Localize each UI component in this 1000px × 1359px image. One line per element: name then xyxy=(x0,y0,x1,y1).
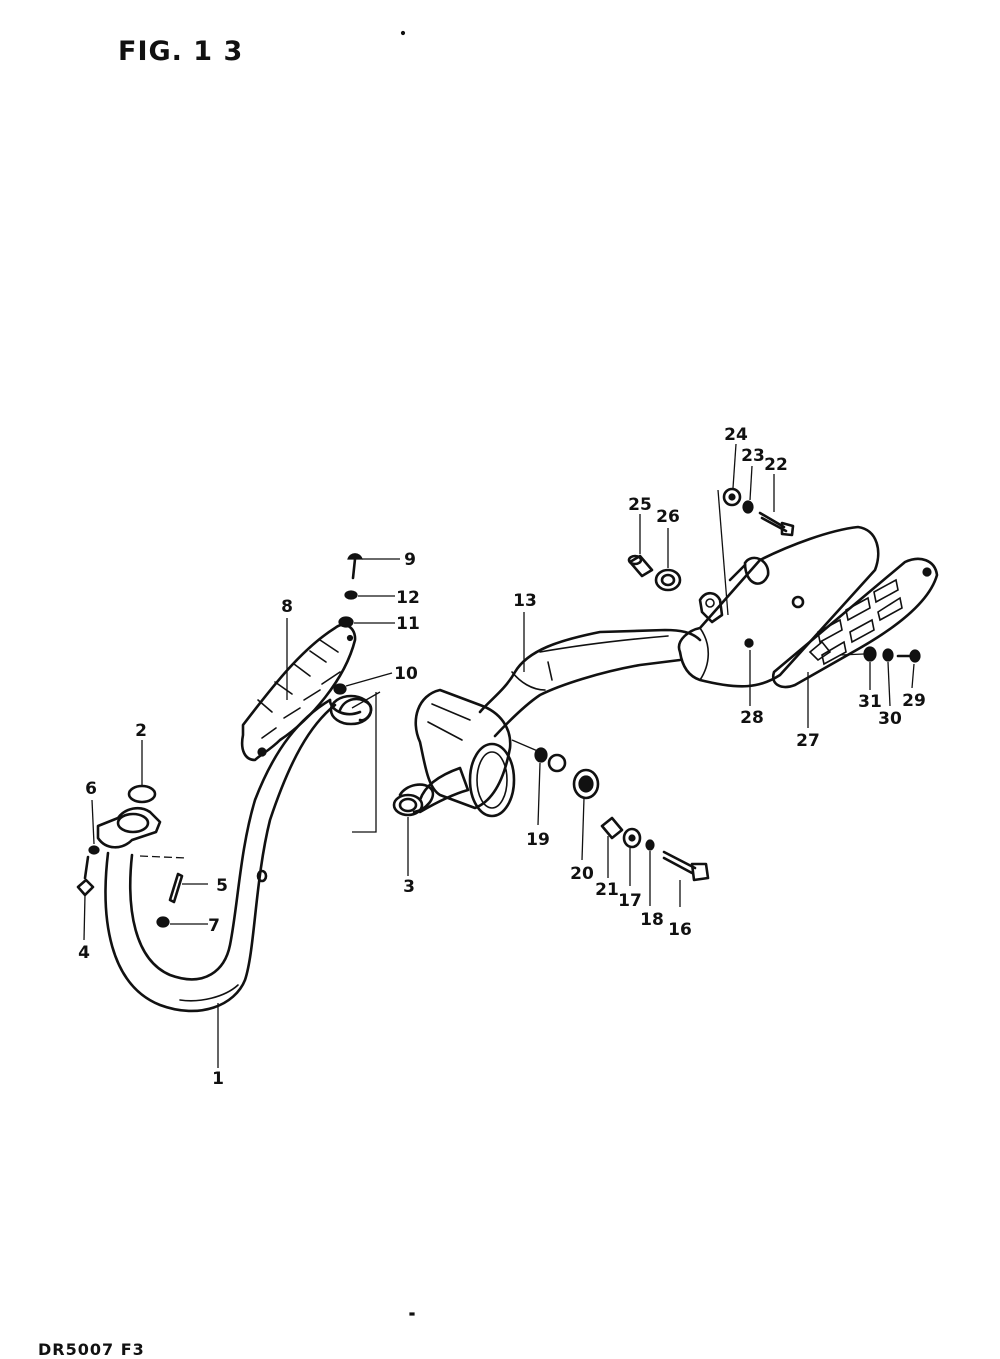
callout-29: 29 xyxy=(902,691,926,711)
grommet-11 xyxy=(338,616,354,628)
lock-washer-23 xyxy=(742,500,754,514)
callout-19: 19 xyxy=(526,830,550,850)
callout-22: 22 xyxy=(764,455,788,475)
washer-31 xyxy=(863,646,877,662)
washer-12 xyxy=(344,590,358,600)
callout-24: 24 xyxy=(724,425,748,445)
figure-title: FIG. 1 3 xyxy=(118,36,244,67)
bolt-16 xyxy=(662,850,710,882)
callout-11: 11 xyxy=(396,614,420,634)
muffler-assembly xyxy=(398,489,880,818)
callout-28: 28 xyxy=(740,708,764,728)
silencer-cover-plate xyxy=(771,557,939,689)
collar-10 xyxy=(333,683,347,695)
callout-27: 27 xyxy=(796,731,820,751)
bolt-4 xyxy=(76,855,95,897)
nut-7 xyxy=(156,916,170,928)
gasket xyxy=(127,784,157,804)
callout-4: 4 xyxy=(78,943,90,963)
washer-17 xyxy=(622,827,642,849)
washer-24 xyxy=(722,487,742,507)
nut-28 xyxy=(744,638,754,648)
callout-25: 25 xyxy=(628,495,652,515)
callout-20: 20 xyxy=(570,864,594,884)
assembly-outline xyxy=(351,691,381,833)
callout-13: 13 xyxy=(513,591,537,611)
leader-lines xyxy=(83,443,915,1068)
stray-dot xyxy=(409,1312,415,1316)
callout-3: 3 xyxy=(403,877,415,897)
callout-9: 9 xyxy=(404,550,416,570)
stray-dot xyxy=(400,30,406,36)
footer-code: DR5007 F3 xyxy=(38,1340,145,1359)
callout-8: 8 xyxy=(281,597,293,617)
screw-29 xyxy=(896,649,921,663)
collar-21 xyxy=(600,816,624,840)
stud-5 xyxy=(168,872,184,904)
bolt-22 xyxy=(758,511,795,537)
collar-25 xyxy=(627,554,654,578)
callout-23: 23 xyxy=(741,446,765,466)
lock-washer-30 xyxy=(882,648,894,662)
lock-washer-18 xyxy=(645,839,655,851)
callout-17: 17 xyxy=(618,891,642,911)
callout-30: 30 xyxy=(878,709,902,729)
callout-18: 18 xyxy=(640,910,664,930)
callout-12: 12 xyxy=(396,588,420,608)
callout-6: 6 xyxy=(85,779,97,799)
callout-2: 2 xyxy=(135,721,147,741)
callout-1: 1 xyxy=(212,1069,224,1089)
heat-shield xyxy=(240,623,357,762)
callout-16: 16 xyxy=(668,920,692,940)
callout-10: 10 xyxy=(394,664,418,684)
callout-5: 5 xyxy=(216,876,228,896)
exhaust-header-pipe xyxy=(104,694,373,1013)
nut-6 xyxy=(88,845,100,855)
callout-26: 26 xyxy=(656,507,680,527)
pipe-flange xyxy=(96,806,187,859)
screw-9 xyxy=(347,553,363,580)
callout-31: 31 xyxy=(858,692,882,712)
callout-7: 7 xyxy=(208,916,220,936)
gasket-3 xyxy=(392,793,424,817)
callout-21: 21 xyxy=(595,880,619,900)
grommet-26 xyxy=(654,568,682,592)
spacer-20 xyxy=(547,753,600,800)
callout-labels: 1 2 3 4 5 6 7 8 9 10 11 12 13 16 17 18 1… xyxy=(78,425,926,1089)
